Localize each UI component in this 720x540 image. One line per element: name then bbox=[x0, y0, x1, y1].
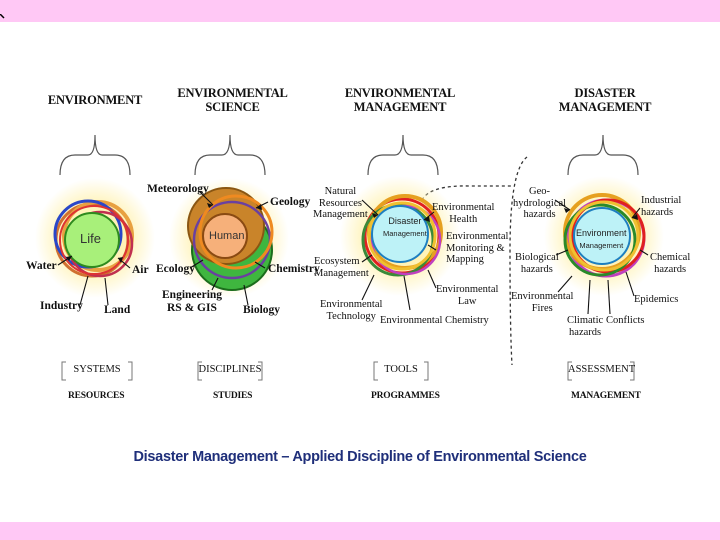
brace-disaster bbox=[568, 135, 638, 175]
box-assessment: ASSESSMENT bbox=[568, 364, 634, 375]
label-biology: Biology bbox=[243, 305, 280, 317]
brace-management bbox=[368, 135, 438, 175]
braces bbox=[60, 135, 638, 175]
label-environmental-chemistry: Environmental Chemistry bbox=[380, 315, 489, 327]
label-geology: Geology bbox=[270, 197, 310, 209]
label-land: Land bbox=[104, 305, 130, 317]
title-environment: ENVIRONMENT bbox=[40, 93, 150, 107]
brace-environment bbox=[60, 135, 130, 175]
label-rs-gis: RS & GIS bbox=[167, 303, 217, 315]
caption-boxes bbox=[62, 362, 634, 380]
foot-studies: STUDIES bbox=[213, 391, 252, 401]
label-air: Air bbox=[132, 265, 149, 277]
brace-science bbox=[195, 135, 265, 175]
label-meteorology: Meteorology bbox=[147, 184, 209, 196]
foot-resources: RESOURCES bbox=[68, 391, 124, 401]
label-water: Water bbox=[26, 261, 57, 273]
foot-management: MANAGEMENT bbox=[571, 391, 641, 401]
label-chemistry: Chemistry bbox=[268, 264, 320, 276]
label-ecology: Ecology bbox=[156, 264, 195, 276]
box-systems: SYSTEMS bbox=[62, 364, 132, 375]
label-engineering: Engineering bbox=[162, 290, 222, 302]
label-industry: Industry bbox=[40, 301, 83, 313]
box-tools: TOOLS bbox=[374, 364, 428, 375]
center-life: Life bbox=[80, 233, 101, 245]
center-human: Human bbox=[209, 231, 244, 243]
foot-programmes: PROGRAMMES bbox=[371, 391, 440, 401]
label-epidemics: Epidemics bbox=[634, 294, 678, 306]
label-conflicts: Conflicts bbox=[606, 315, 645, 327]
caption: Disaster Management – Applied Discipline… bbox=[0, 449, 720, 465]
box-disciplines: DISCIPLINES bbox=[198, 364, 262, 375]
